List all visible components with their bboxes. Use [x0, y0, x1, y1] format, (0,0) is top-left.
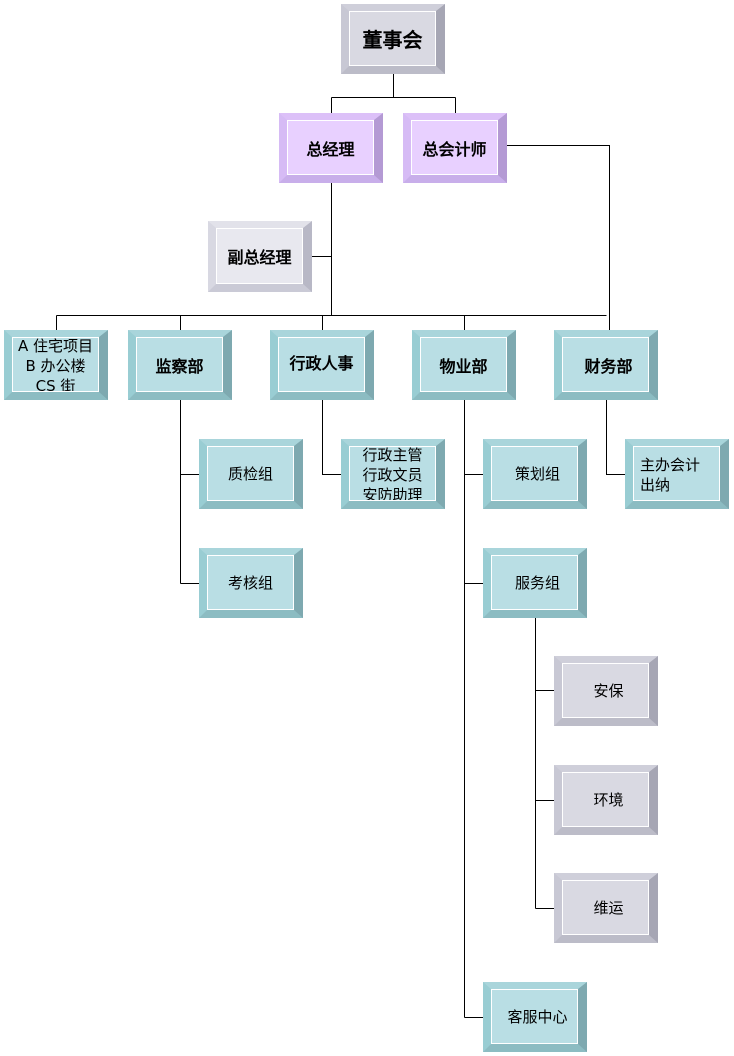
chief-accountant-box[interactable]: 总会计师 [403, 113, 507, 183]
projects-list: A 住宅项目 B 办公楼 CS 街 [12, 337, 99, 392]
admin-hr-dept-box[interactable]: 行政人事 [270, 330, 374, 400]
maintenance-label: 维运 [562, 880, 649, 935]
finance-dept-box[interactable]: 财务部 [554, 330, 658, 400]
environment-label: 环境 [562, 772, 649, 827]
supervision-dept-box[interactable]: 监察部 [128, 330, 232, 400]
project-item: CS 街 [35, 376, 76, 392]
admin-hr-dept-label: 行政人事 [278, 337, 365, 392]
finance-dept-label: 财务部 [562, 337, 649, 392]
board-label: 董事会 [349, 11, 436, 66]
finance-staff-list: 主办会计 出纳 [633, 446, 720, 501]
security-label: 安保 [562, 663, 649, 718]
property-dept-label: 物业部 [420, 337, 507, 392]
finance-staff-item: 出纳 [640, 475, 671, 494]
supervision-dept-label: 监察部 [136, 337, 223, 392]
admin-staff-box[interactable]: 行政主管 行政文员 安防助理 [341, 439, 445, 509]
property-dept-box[interactable]: 物业部 [412, 330, 516, 400]
deputy-gm-label: 副总经理 [216, 228, 303, 284]
environment-box[interactable]: 环境 [554, 765, 658, 835]
admin-staff-list: 行政主管 行政文员 安防助理 [349, 446, 436, 501]
assessment-group-box[interactable]: 考核组 [199, 548, 303, 618]
maintenance-box[interactable]: 维运 [554, 873, 658, 943]
security-box[interactable]: 安保 [554, 656, 658, 726]
assessment-group-label: 考核组 [207, 555, 294, 610]
project-item: A 住宅项目 [17, 337, 94, 355]
general-manager-label: 总经理 [287, 120, 374, 175]
general-manager-box[interactable]: 总经理 [279, 113, 383, 183]
board-box[interactable]: 董事会 [341, 4, 445, 74]
staff-item: 行政文员 [362, 465, 423, 484]
service-group-label: 服务组 [491, 555, 578, 610]
planning-group-label: 策划组 [491, 446, 578, 501]
staff-item: 行政主管 [362, 446, 423, 464]
quality-group-label: 质检组 [207, 446, 294, 501]
projects-box[interactable]: A 住宅项目 B 办公楼 CS 街 [4, 330, 108, 400]
quality-group-box[interactable]: 质检组 [199, 439, 303, 509]
deputy-gm-box[interactable]: 副总经理 [208, 221, 312, 292]
planning-group-box[interactable]: 策划组 [483, 439, 587, 509]
finance-staff-box[interactable]: 主办会计 出纳 [625, 439, 729, 509]
finance-staff-item: 主办会计 [640, 455, 701, 474]
staff-item: 安防助理 [362, 485, 423, 501]
project-item: B 办公楼 [25, 356, 86, 375]
customer-service-label: 客服中心 [491, 989, 578, 1044]
customer-service-box[interactable]: 客服中心 [483, 982, 587, 1052]
chief-accountant-label: 总会计师 [411, 120, 498, 175]
service-group-box[interactable]: 服务组 [483, 548, 587, 618]
